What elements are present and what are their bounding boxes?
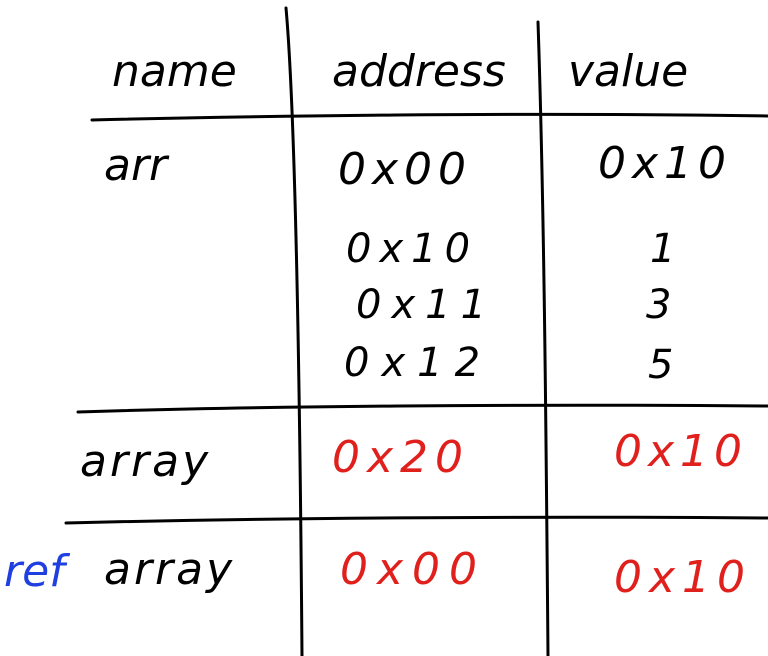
row-ref-array-name: array [104,544,235,595]
row-divider-2 [64,515,768,525]
element-2-value: 5 [648,342,673,388]
element-2-address: 0x12 [344,340,492,386]
row-array-name: array [80,436,211,487]
table-row: arr 0x00 0x10 [104,138,732,195]
row-array-address: 0x20 [332,432,470,483]
table-row: array 0x20 0x10 [80,426,748,487]
table-row: ref array 0x00 0x10 [4,544,752,603]
row-divider-1 [76,403,768,414]
column-divider-1 [284,6,304,656]
header-divider [90,112,768,122]
table-grid [64,6,768,656]
row-arr-value: 0x10 [598,138,732,189]
row-ref-array-value: 0x10 [614,552,752,603]
element-0-value: 1 [650,226,675,272]
row-ref-array-address: 0x00 [340,544,486,595]
header-value: value [568,46,688,97]
table-row: 0x10 1 0x11 3 0x12 5 [344,226,675,388]
row-arr-address: 0x00 [338,144,472,195]
row-array-value: 0x10 [614,426,748,477]
element-1-address: 0x11 [356,282,496,328]
column-divider-2 [536,20,550,656]
element-1-value: 3 [646,282,671,328]
header-name: name [112,46,237,97]
header-address: address [332,46,506,97]
table-header: name address value [112,46,688,97]
row-arr-name: arr [104,140,170,191]
element-0-address: 0x10 [346,226,478,272]
ref-prefix: ref [4,546,71,597]
